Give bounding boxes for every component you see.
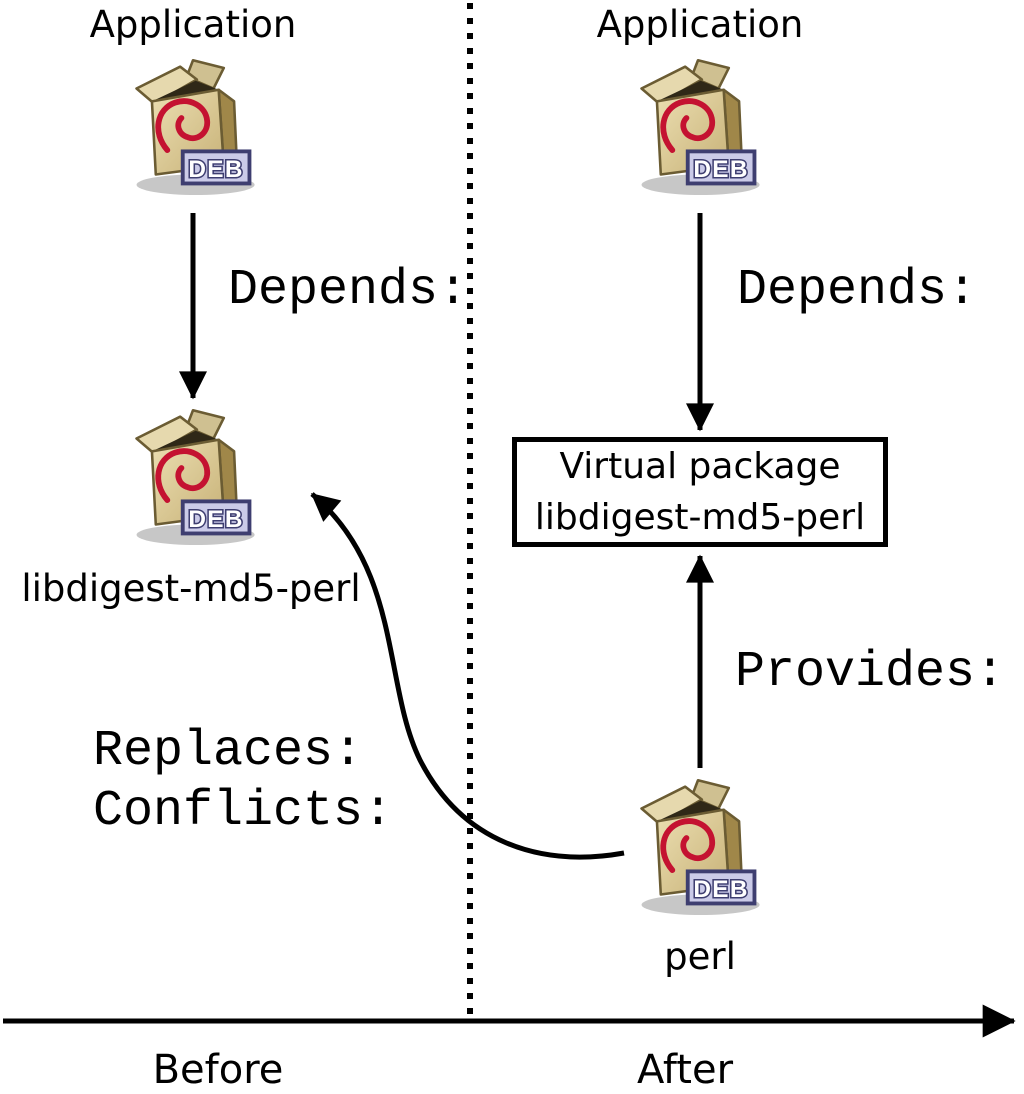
before-axis-label: Before [152,1047,284,1093]
provides-label: Provides: [735,644,1006,701]
deb-package-icon-libdigest [116,400,270,554]
depends-label-before: Depends: [228,262,469,319]
deb-package-icon-application-after [621,50,775,204]
application-label-before: Application [89,3,297,46]
replaces-curved-arrow [310,492,625,860]
replaces-label: Replaces: [93,723,364,780]
application-label-after: Application [596,3,804,46]
virtual-package-line2: libdigest-md5-perl [534,497,866,538]
depends-label-after: Depends: [737,262,978,319]
perl-package-label: perl [664,935,736,978]
virtual-package-box: Virtual package libdigest-md5-perl [512,437,888,547]
deb-package-icon-application-before [116,50,270,204]
conflicts-label: Conflicts: [93,783,394,840]
virtual-package-line1: Virtual package [559,445,841,487]
after-axis-label: After [636,1047,734,1093]
deb-package-icon-perl [621,770,775,924]
libdigest-package-label: libdigest-md5-perl [21,567,361,610]
